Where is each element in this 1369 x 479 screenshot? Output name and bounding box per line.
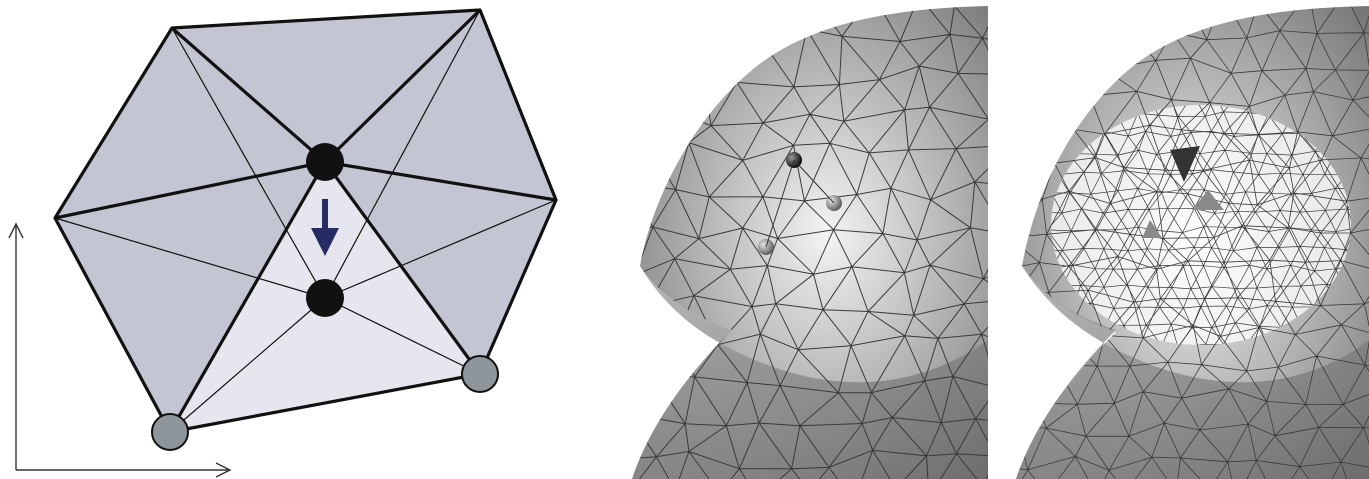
coarse-mesh-rendering bbox=[632, 0, 988, 479]
coarse-mesh-svg bbox=[632, 0, 988, 479]
boundary-vertex-right bbox=[462, 356, 498, 392]
shaded-surface bbox=[632, 6, 988, 479]
collapsing-vertex-bottom bbox=[306, 279, 344, 317]
edge-collapse-svg bbox=[0, 0, 600, 479]
refined-mesh-svg bbox=[1016, 0, 1369, 479]
collapsing-vertex-top bbox=[306, 143, 344, 181]
edge-collapse-diagram bbox=[0, 0, 600, 479]
refined-patch bbox=[1051, 105, 1351, 345]
boundary-vertex-left bbox=[152, 414, 188, 450]
refined-patch-region bbox=[1051, 105, 1351, 345]
refined-mesh-rendering bbox=[1016, 0, 1369, 479]
